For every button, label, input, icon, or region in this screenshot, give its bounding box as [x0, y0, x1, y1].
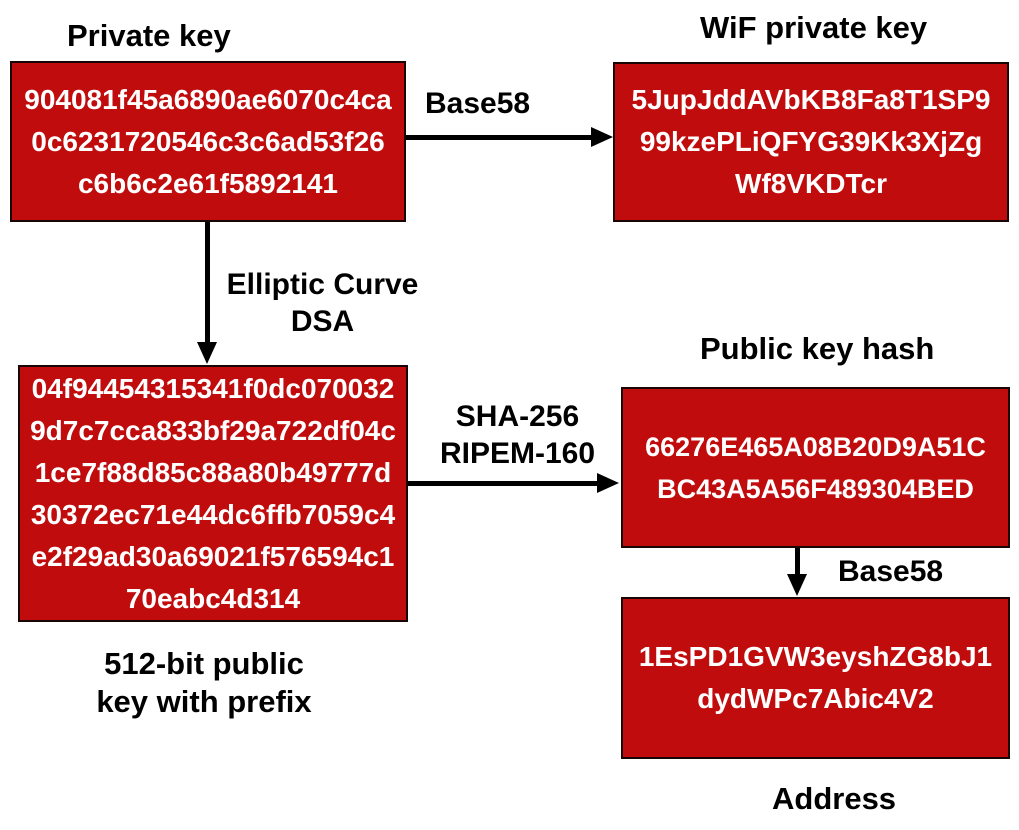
wif-private-key-line: 99kzePLiQFYG39Kk3XjZg	[639, 126, 983, 157]
public-key-line: e2f29ad30a69021f576594c1	[31, 540, 395, 572]
public-key-line: 04f94454315341f0dc070032	[31, 372, 395, 404]
elliptic-curve-dsa-label: Elliptic Curve DSA	[220, 266, 425, 340]
address-line: dydWPc7Abic4V2	[697, 683, 934, 714]
address-line: 1EsPD1GVW3eyshZG8bJ1	[638, 641, 993, 672]
private-key-line: c6b6c2e61f5892141	[77, 167, 338, 199]
public-key-hash-title: Public key hash	[700, 331, 935, 366]
private-key-box: 904081f45a6890ae6070c4ca 0c6231720546c3c…	[10, 61, 406, 222]
base58-bottom-label: Base58	[838, 555, 944, 588]
public-key-caption-line: key with prefix	[96, 684, 312, 719]
private-key-title: Private key	[67, 18, 231, 53]
public-key-line: 30372ec71e44dc6ffb7059c4	[30, 498, 396, 530]
public-key-hash-box: 66276E465A08B20D9A51C BC43A5A56F489304BE…	[621, 387, 1010, 548]
address-title: Address	[772, 781, 897, 816]
wif-private-key-box: 5JupJddAVbKB8Fa8T1SP9 99kzePLiQFYG39Kk3X…	[613, 62, 1009, 222]
base58-top-label: Base58	[425, 87, 531, 120]
arrow-public-to-hash	[408, 473, 619, 493]
sha-ripemd-label-line: SHA-256	[455, 400, 580, 433]
private-key-line: 0c6231720546c3c6ad53f26	[31, 125, 385, 157]
public-key-line: 70eabc4d314	[125, 582, 301, 614]
sha-ripemd-label: SHA-256 RIPEM-160	[425, 398, 610, 472]
arrow-hash-to-address	[787, 548, 807, 596]
public-key-line: 1ce7f88d85c88a80b49777d	[34, 456, 392, 488]
wif-private-key-line: Wf8VKDTcr	[735, 168, 887, 199]
elliptic-curve-dsa-label-line: DSA	[290, 305, 355, 338]
public-key-caption-line: 512-bit public	[104, 646, 304, 681]
wif-private-key-title: WiF private key	[700, 10, 928, 45]
public-key-box: 04f94454315341f0dc070032 9d7c7cca833bf29…	[18, 365, 408, 622]
address-box: 1EsPD1GVW3eyshZG8bJ1 dydWPc7Abic4V2	[621, 597, 1010, 759]
public-key-hash-line: BC43A5A56F489304BED	[657, 473, 974, 504]
public-key-caption: 512-bit public key with prefix	[18, 645, 390, 721]
arrow-private-to-wif	[406, 127, 613, 147]
public-key-hash-line: 66276E465A08B20D9A51C	[645, 431, 986, 462]
wif-private-key-line: 5JupJddAVbKB8Fa8T1SP9	[631, 84, 991, 115]
private-key-line: 904081f45a6890ae6070c4ca	[24, 83, 392, 115]
public-key-line: 9d7c7cca833bf29a722df04c	[30, 414, 396, 446]
sha-ripemd-label-line: RIPEM-160	[439, 437, 596, 470]
elliptic-curve-dsa-label-line: Elliptic Curve	[226, 268, 419, 301]
arrow-private-to-public	[197, 222, 217, 364]
